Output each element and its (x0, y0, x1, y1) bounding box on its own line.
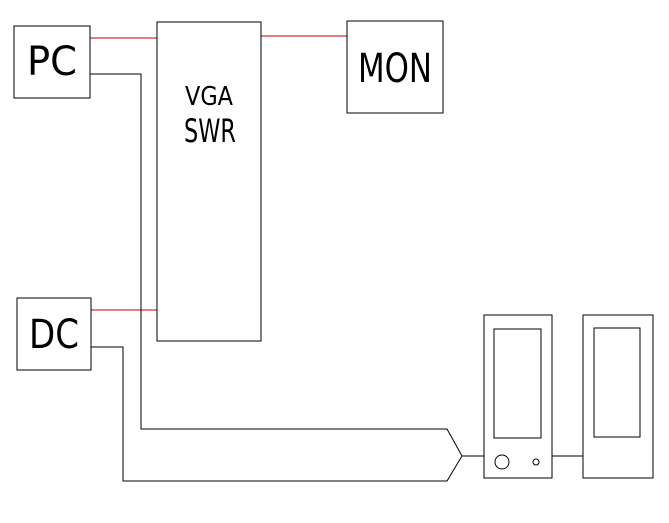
device-unit-left (483, 314, 553, 479)
pc-box: PC (13, 25, 91, 99)
pc-control-wire (90, 73, 552, 457)
dc-box: DC (16, 297, 92, 371)
monitor-box: MON (346, 20, 444, 114)
pc-label: PC (27, 39, 77, 85)
dc-label: DC (29, 312, 79, 358)
vga-switcher-box: VGA SWR (156, 21, 262, 342)
dc-control-wire (91, 346, 463, 482)
monitor-label: MON (358, 46, 432, 92)
device-right-screen (593, 327, 641, 438)
device-left-knob (494, 454, 510, 470)
vga-label-line2: SWR (184, 112, 236, 150)
device-left-screen (493, 328, 542, 439)
vga-label-line1: VGA (185, 82, 233, 112)
device-unit-right (582, 314, 654, 479)
device-left-indicator (532, 458, 540, 466)
